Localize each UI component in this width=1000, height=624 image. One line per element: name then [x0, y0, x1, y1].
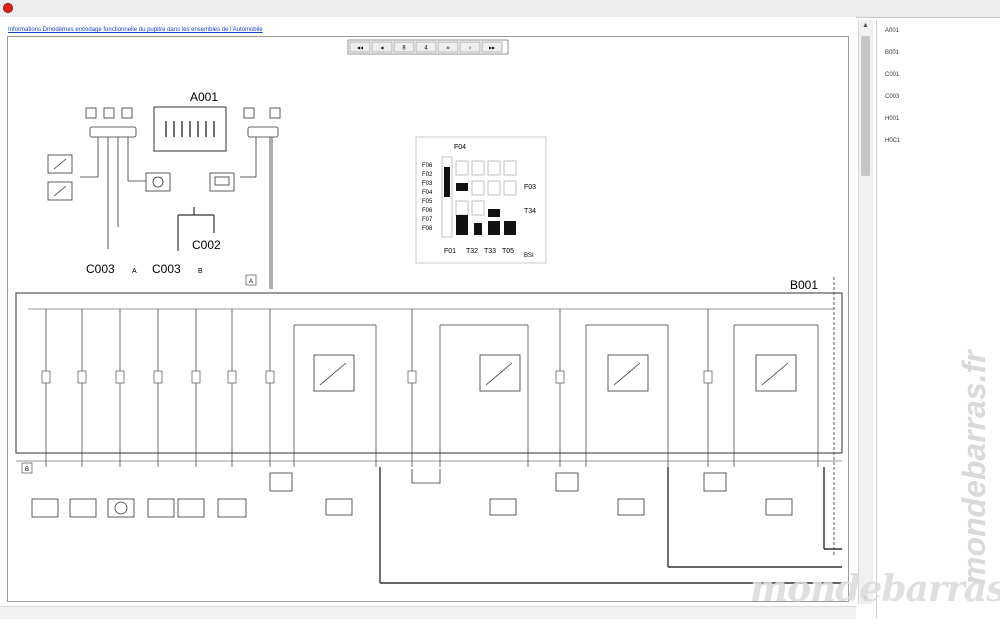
fuse-row-label: F03 [422, 181, 433, 187]
component-list-item[interactable]: H0C1 [885, 138, 901, 144]
nav-button-next[interactable]: › [459, 41, 481, 53]
nav-button-label: ◂ [380, 46, 383, 52]
nav-button-label: › [469, 46, 471, 52]
nav-button-last[interactable]: ▸▸ [481, 41, 503, 53]
fuse-box-label: F04 [454, 144, 466, 151]
scroll-down-icon[interactable]: ▼ [862, 595, 869, 602]
fuse-row-label: F07 [422, 217, 433, 223]
relay-3 [607, 354, 649, 392]
relay-4 [755, 354, 797, 392]
watermark-vertical-text: mondebarras.fr [956, 349, 992, 585]
module-label-b001: B001 [790, 278, 818, 292]
marker-a-label: A [249, 279, 253, 285]
c002-branch [177, 207, 215, 251]
module-b001[interactable] [15, 277, 843, 557]
fuse-box-diagram[interactable]: F04 F06 F02 F03 F04 F05 F06 F07 F08 [415, 136, 547, 264]
nav-button-label: ◂◂ [357, 46, 363, 52]
nav-button-label: 4 [424, 46, 428, 52]
component-list-item[interactable]: A001 [885, 28, 900, 34]
fuse-label-t32: T32 [466, 248, 478, 255]
component-list-item[interactable]: C003 [885, 94, 900, 100]
ground-bus [379, 467, 842, 584]
sensor-icon [47, 154, 235, 201]
nav-button-page-b[interactable]: 4 [415, 41, 437, 53]
fuse-row-label: F05 [422, 199, 433, 205]
watermark-horizontal: mondebarras.fr [750, 568, 1000, 610]
horizontal-scrollbar[interactable] [0, 606, 856, 619]
fuse-row-label: F04 [422, 190, 433, 196]
connector-label-c002: C002 [192, 238, 221, 252]
document-title-link[interactable]: Informations Dmodèrnes encodage fonction… [8, 27, 263, 33]
scroll-up-icon[interactable]: ▲ [862, 22, 869, 29]
fuse-label-f03: F03 [524, 184, 536, 191]
nav-button-prev[interactable]: ◂ [371, 41, 393, 53]
nav-button-label: ▸▸ [489, 46, 495, 52]
scroll-thumb[interactable] [861, 36, 870, 176]
fuse-label-t33: T33 [484, 248, 496, 255]
component-list-item[interactable]: H001 [885, 116, 900, 122]
fuse-row-label: F08 [422, 226, 433, 232]
connector-right [240, 107, 281, 289]
nav-button-label: » [446, 46, 450, 52]
connector-label-c003-a: C003 [86, 262, 115, 276]
nav-button-page-a[interactable]: 8 [393, 41, 415, 53]
marker-a: A [245, 274, 257, 286]
nav-button-forward[interactable]: » [437, 41, 459, 53]
fuse-box-code: BSI [524, 253, 534, 259]
connector-label-c003-b: C003 [152, 262, 181, 276]
marker-b-label: B [25, 467, 29, 473]
page-nav-toolbar: ◂◂ ◂ 8 4 » › ▸▸ [347, 39, 509, 55]
component-list-panel: A001 B001 C001 C003 H001 H0C1 [876, 20, 999, 618]
marker-b: B [21, 462, 33, 474]
output-devices [31, 469, 793, 518]
switch-contacts [41, 370, 713, 384]
fuse-label-t34: T34 [524, 208, 536, 215]
fuse-row-label: F06 [422, 208, 433, 214]
connector-tag-c003-b: B [198, 268, 203, 275]
component-list-item[interactable]: C001 [885, 72, 900, 78]
nav-button-first[interactable]: ◂◂ [349, 41, 371, 53]
component-a001[interactable]: A001 [153, 90, 227, 152]
schematic-canvas: ◂◂ ◂ 8 4 » › ▸▸ A001 [15, 39, 843, 584]
watermark-vertical: mondebarras.fr [956, 349, 992, 585]
fuse-label-t05: T05 [502, 248, 514, 255]
nav-button-label: 8 [402, 46, 406, 52]
relay-1 [313, 354, 355, 392]
close-window-icon[interactable] [3, 3, 13, 13]
fuse-row-label: F02 [422, 172, 433, 178]
fuse-label-f01: F01 [444, 248, 456, 255]
connector-tag-c003-a: A [132, 268, 137, 275]
window-titlebar [0, 0, 1000, 18]
vertical-scrollbar[interactable]: ▲ ▼ [858, 20, 873, 604]
relay-2 [479, 354, 521, 392]
wiring-schematic: ◂◂ ◂ 8 4 » › ▸▸ A001 [7, 36, 849, 602]
component-label-a001: A001 [190, 90, 218, 104]
fuse-row-label: F06 [422, 163, 433, 169]
component-list-item[interactable]: B001 [885, 50, 900, 56]
circuit-lines [45, 309, 819, 467]
connector-left [80, 107, 146, 249]
